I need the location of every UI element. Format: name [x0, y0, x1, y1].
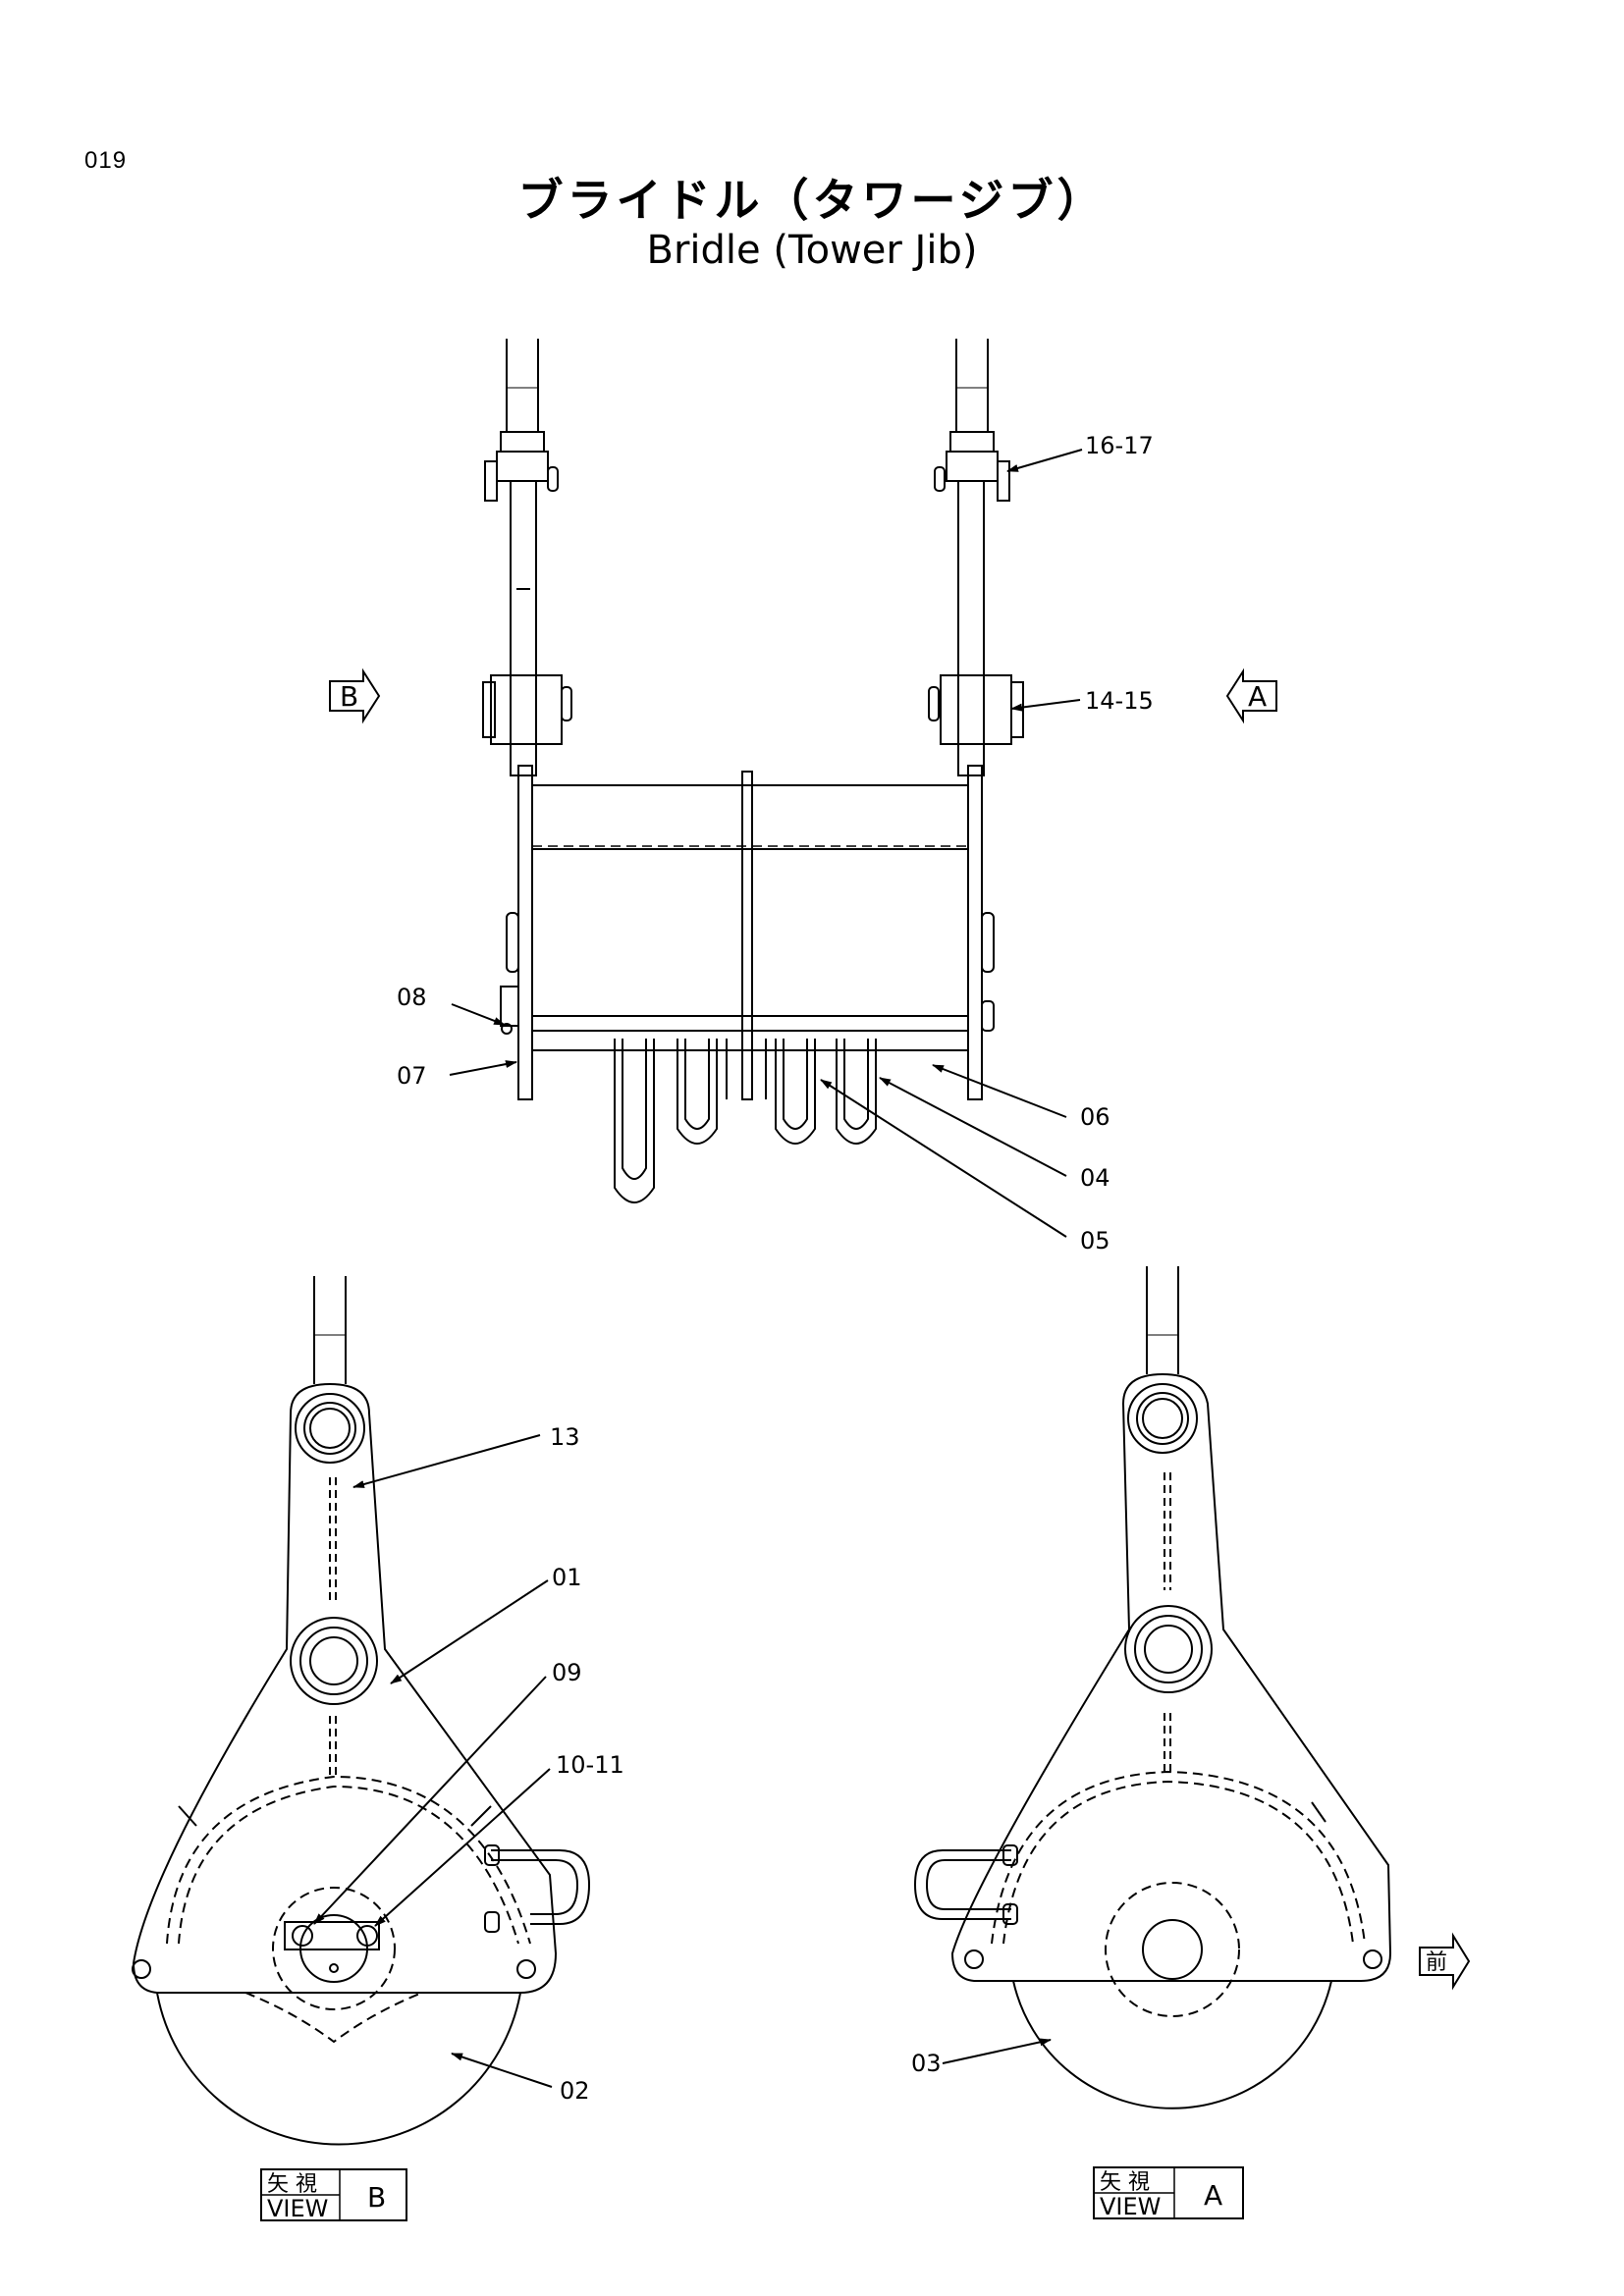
view-a-drawing [913, 1266, 1392, 2109]
callout-16-17: 16-17 [1085, 432, 1154, 459]
top-assembly-view: B A [329, 339, 1277, 1238]
view-b-letter: B [367, 2181, 386, 2214]
view-marker-b [329, 667, 381, 724]
leader-05 [820, 1079, 1067, 1238]
leader-09 [313, 1676, 547, 1925]
leader-01 [390, 1579, 549, 1684]
leader-06 [932, 1064, 1067, 1118]
view-b-label [260, 2168, 407, 2221]
leader-10-11 [374, 1768, 551, 1927]
callout-07: 07 [397, 1062, 427, 1090]
leader-04 [879, 1077, 1067, 1177]
view-b-japanese: 矢 視 [267, 2172, 317, 2197]
view-marker-a-letter: A [1248, 680, 1267, 713]
callout-13: 13 [550, 1423, 580, 1451]
callout-09: 09 [552, 1659, 582, 1686]
left-link-rod [482, 339, 572, 776]
view-a-japanese: 矢 視 [1100, 2170, 1150, 2195]
leader-14-15 [1010, 699, 1081, 712]
callout-01: 01 [552, 1564, 582, 1591]
title-japanese: ブライドル（タワージブ） [517, 174, 1107, 227]
front-marker-label: 前 [1426, 1950, 1447, 1975]
callout-14-15: 14-15 [1085, 687, 1154, 715]
view-a-english: VIEW [1100, 2193, 1161, 2220]
view-b-english: VIEW [267, 2195, 328, 2222]
front-marker [1419, 1932, 1471, 1991]
sheaves [614, 1039, 877, 1203]
view-a-letter: A [1204, 2179, 1222, 2212]
view-b-drawing [132, 1276, 591, 2146]
view-marker-a [1225, 667, 1277, 724]
view-a-label [1093, 2166, 1244, 2219]
right-link-rod [928, 339, 1024, 776]
callout-03: 03 [911, 2050, 942, 2077]
callout-10-11: 10-11 [556, 1751, 624, 1779]
callout-06: 06 [1080, 1103, 1110, 1131]
callout-02: 02 [560, 2077, 590, 2105]
sheave-housing [500, 765, 995, 1100]
callout-08: 08 [397, 984, 427, 1011]
callout-04: 04 [1080, 1164, 1110, 1192]
view-marker-b-letter: B [340, 680, 358, 713]
callout-05: 05 [1080, 1227, 1110, 1255]
leader-02 [451, 2053, 553, 2088]
leader-16-17 [1006, 449, 1083, 472]
page-number: 019 [84, 147, 128, 174]
leader-08 [451, 1003, 506, 1026]
leader-13 [352, 1434, 541, 1488]
leader-03 [942, 2038, 1052, 2064]
leader-07 [449, 1060, 517, 1076]
title-english: Bridle (Tower Jib) [646, 228, 978, 273]
